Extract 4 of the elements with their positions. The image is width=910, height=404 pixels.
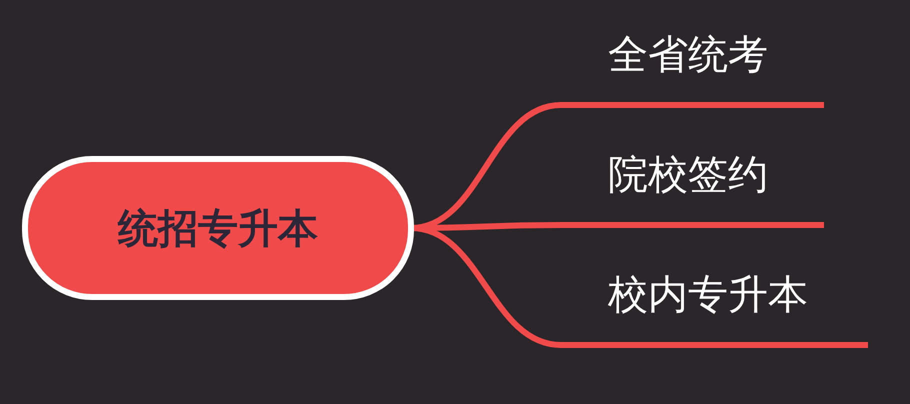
branch-label: 全省统考 xyxy=(608,31,768,80)
branch-label: 院校签约 xyxy=(608,151,768,200)
branch-label: 校内专升本 xyxy=(608,271,808,320)
topic-label: 统招专升本 xyxy=(118,204,318,254)
